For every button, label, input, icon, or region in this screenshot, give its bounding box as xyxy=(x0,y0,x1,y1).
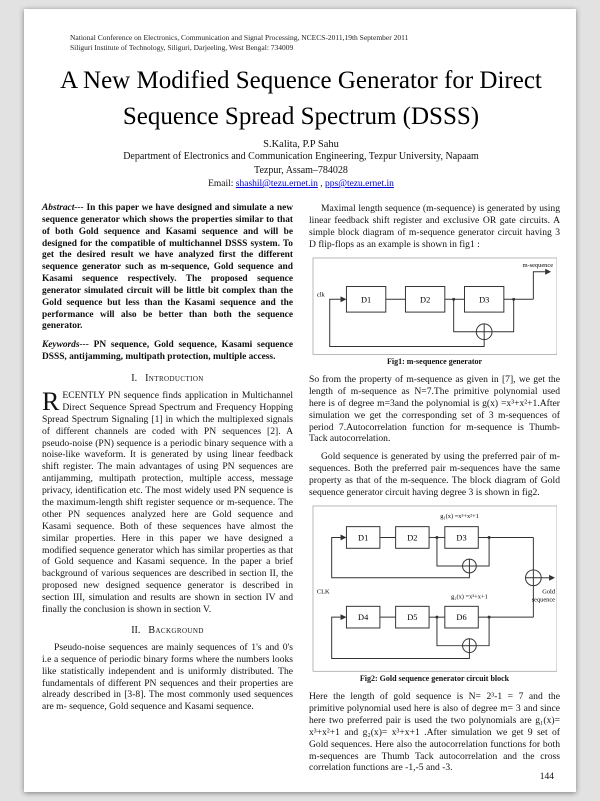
fig2-dff6-box xyxy=(443,605,479,629)
abstract-label: Abstract--- xyxy=(42,203,84,213)
section1-title: Introduction xyxy=(145,372,204,384)
fig2-dff3-label: D3 xyxy=(456,533,466,542)
email-link-2[interactable]: pps@tezu.ernet.in xyxy=(325,179,394,189)
fig1-dff3-box xyxy=(463,285,504,313)
fig2-dff1-box xyxy=(345,525,380,549)
right-column: Maximal length sequence (m-sequence) is … xyxy=(309,203,560,780)
section1-number: I. xyxy=(131,372,138,384)
paper-title-line2: Sequence Spread Spectrum (DSSS) xyxy=(122,102,480,130)
paper-title: A New Modified Sequence Generator for Di… xyxy=(42,63,560,136)
figure2: g₁(x) =x³+x²+1 xyxy=(309,504,560,684)
intro-text: ECENTLY PN sequence finds application in… xyxy=(42,389,293,615)
page-number: 144 xyxy=(539,772,554,783)
paragraph-msequence-properties: So from the property of m-sequence as gi… xyxy=(309,373,560,445)
fig2-output-label-line2: sequence xyxy=(531,596,555,603)
fig1-dff1-box xyxy=(345,285,386,313)
paragraph-gold-intro: Gold sequence is generated by using the … xyxy=(309,451,560,498)
fig2-dff5-label: D5 xyxy=(407,613,417,622)
email-separator: , xyxy=(317,179,325,189)
left-column: Abstract--- In this paper we have design… xyxy=(42,203,293,780)
fig1-dff1-label: D1 xyxy=(361,295,371,304)
email-link-1[interactable]: shashil@tezu.ernet.in xyxy=(235,179,318,189)
conference-header-line1: National Conference on Electronics, Comm… xyxy=(70,33,409,42)
fig2-poly1-label: g₁(x) =x³+x²+1 xyxy=(440,513,479,520)
section-heading-background: II. Background xyxy=(42,625,293,636)
fig2-dff4-label: D4 xyxy=(358,613,369,622)
fig1-msequence-diagram: D1 D2 D3 clk m-sequence xyxy=(311,256,558,355)
fig1-dff2-box xyxy=(404,285,445,313)
fig1-dff2-label: D2 xyxy=(420,295,430,304)
fig2-gold-diagram: g₁(x) =x³+x²+1 xyxy=(311,504,558,673)
affiliation-line1: Department of Electronics and Communicat… xyxy=(123,151,479,162)
paragraph-gold-properties: Here the length of gold sequence is N= 2… xyxy=(309,691,560,774)
keywords-paragraph: Keywords--- PN sequence, Gold sequence, … xyxy=(42,340,293,364)
fig2-wires xyxy=(330,536,549,659)
fig2-caption: Fig2: Gold sequence generator circuit bl… xyxy=(359,674,510,684)
abstract-text: In this paper we have designed and simul… xyxy=(42,203,293,332)
fig2-dff2-label: D2 xyxy=(407,533,417,542)
conference-header: National Conference on Electronics, Comm… xyxy=(70,33,560,53)
fig2-poly2-label: g₂(x) =x³+x+1 xyxy=(451,593,488,600)
affiliation-line2: Tezpur, Assam–784028 xyxy=(254,164,348,176)
fig2-dff3-box xyxy=(443,525,479,549)
fig2-clk-label: CLK xyxy=(316,588,329,595)
fig1-output-label: m-sequence xyxy=(522,261,553,268)
abstract-paragraph: Abstract--- In this paper we have design… xyxy=(42,203,293,333)
fig2-dff6-label: D6 xyxy=(456,613,466,622)
email-label: Email: xyxy=(208,179,236,189)
paragraph-msequence-intro: Maximal length sequence (m-sequence) is … xyxy=(309,203,560,250)
fig1-dff3-label: D3 xyxy=(479,295,489,304)
fig2-dff4-box xyxy=(345,605,380,629)
authors-line: S.Kalita, P.P Sahu xyxy=(263,139,339,150)
figure1: D1 D2 D3 clk m-sequence Fig1: m-sequence… xyxy=(309,256,560,366)
fig2-dff2-box xyxy=(394,525,430,549)
conference-header-line2: Siliguri Institute of Technology, Siligu… xyxy=(70,42,294,52)
paper-title-line1: A New Modified Sequence Generator for Di… xyxy=(60,66,542,94)
drop-cap: R xyxy=(42,386,60,416)
fig2-output-label-line1: Gold xyxy=(542,588,556,595)
fig1-wires xyxy=(328,270,545,347)
fig1-clk-label: clk xyxy=(316,291,325,298)
fig1-caption: Fig1: m-sequence generator xyxy=(386,356,483,366)
background-paragraph: Pseudo-noise sequences are mainly sequen… xyxy=(42,641,293,713)
section-heading-introduction: I. Introduction xyxy=(42,373,293,384)
section2-title: Background xyxy=(148,624,204,636)
fig2-dff1-label: D1 xyxy=(358,533,368,542)
two-column-body: Abstract--- In this paper we have design… xyxy=(42,203,560,780)
document-page: National Conference on Electronics, Comm… xyxy=(24,9,576,793)
keywords-text: PN sequence, Gold sequence, Kasami seque… xyxy=(42,340,293,363)
email-line: Email: shashil@tezu.ernet.in , pps@tezu.… xyxy=(42,179,560,189)
keywords-label: Keywords--- xyxy=(42,340,89,351)
fig2-dff5-box xyxy=(394,605,430,629)
section2-number: II. xyxy=(131,624,141,636)
